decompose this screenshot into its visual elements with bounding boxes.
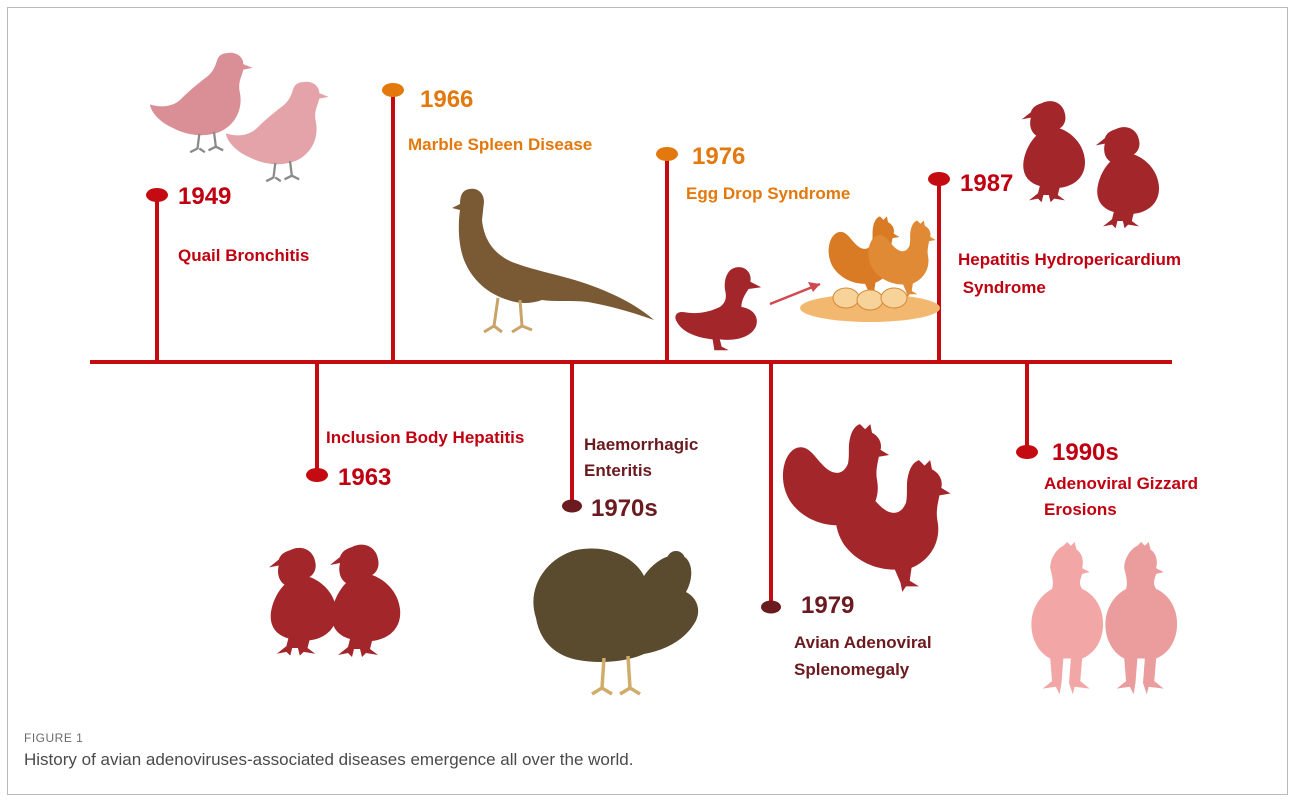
disease-1963: Inclusion Body Hepatitis: [326, 428, 524, 448]
turkey-icon: [533, 548, 698, 694]
figure-frame: 1949 Quail Bronchitis 1966 Marble Spleen…: [7, 7, 1288, 795]
year-1963: 1963: [338, 464, 391, 493]
year-1976: 1976: [692, 143, 745, 172]
disease-1970s-line1: Haemorrhagic: [584, 435, 698, 455]
year-1979: 1979: [801, 592, 854, 621]
quail-pair-icon: [150, 53, 329, 181]
chick-pair-icon: [269, 545, 400, 657]
stem-1987: [928, 172, 950, 362]
stem-1990s: [1016, 362, 1038, 459]
disease-1987-line2: Syndrome: [958, 278, 1046, 298]
disease-1990s-line1: Adenoviral Gizzard: [1044, 474, 1198, 494]
pheasant-icon: [452, 189, 654, 332]
chick-pair-top-icon: [1022, 101, 1159, 228]
hen-pair-icon: [783, 424, 951, 592]
year-1990s: 1990s: [1052, 439, 1119, 468]
year-1970s: 1970s: [591, 495, 658, 524]
figure-caption: History of avian adenoviruses-associated…: [24, 750, 633, 770]
stem-1966: [382, 83, 404, 362]
stem-1976: [656, 147, 678, 362]
disease-1979-line1: Avian Adenoviral: [794, 633, 932, 653]
stem-1979: [761, 362, 781, 614]
duck-to-hen-icon: [675, 216, 940, 350]
stem-1949: [146, 188, 168, 362]
figure-label: FIGURE 1: [24, 731, 83, 745]
disease-1979-line2: Splenomegaly: [794, 660, 909, 680]
year-1987: 1987: [960, 170, 1013, 199]
year-1949: 1949: [178, 183, 231, 212]
timeline-diagram: [8, 8, 1289, 708]
disease-1987-line1: Hepatitis Hydropericardium: [958, 250, 1181, 270]
disease-1970s-line2: Enteritis: [584, 461, 652, 481]
disease-1949: Quail Bronchitis: [178, 246, 309, 266]
stem-1963: [306, 362, 328, 482]
stem-1970s: [562, 362, 582, 513]
year-1966: 1966: [420, 86, 473, 115]
disease-1990s-line2: Erosions: [1044, 500, 1117, 520]
broiler-pair-icon: [1031, 542, 1177, 694]
disease-1976: Egg Drop Syndrome: [686, 184, 850, 204]
disease-1966: Marble Spleen Disease: [408, 135, 592, 155]
